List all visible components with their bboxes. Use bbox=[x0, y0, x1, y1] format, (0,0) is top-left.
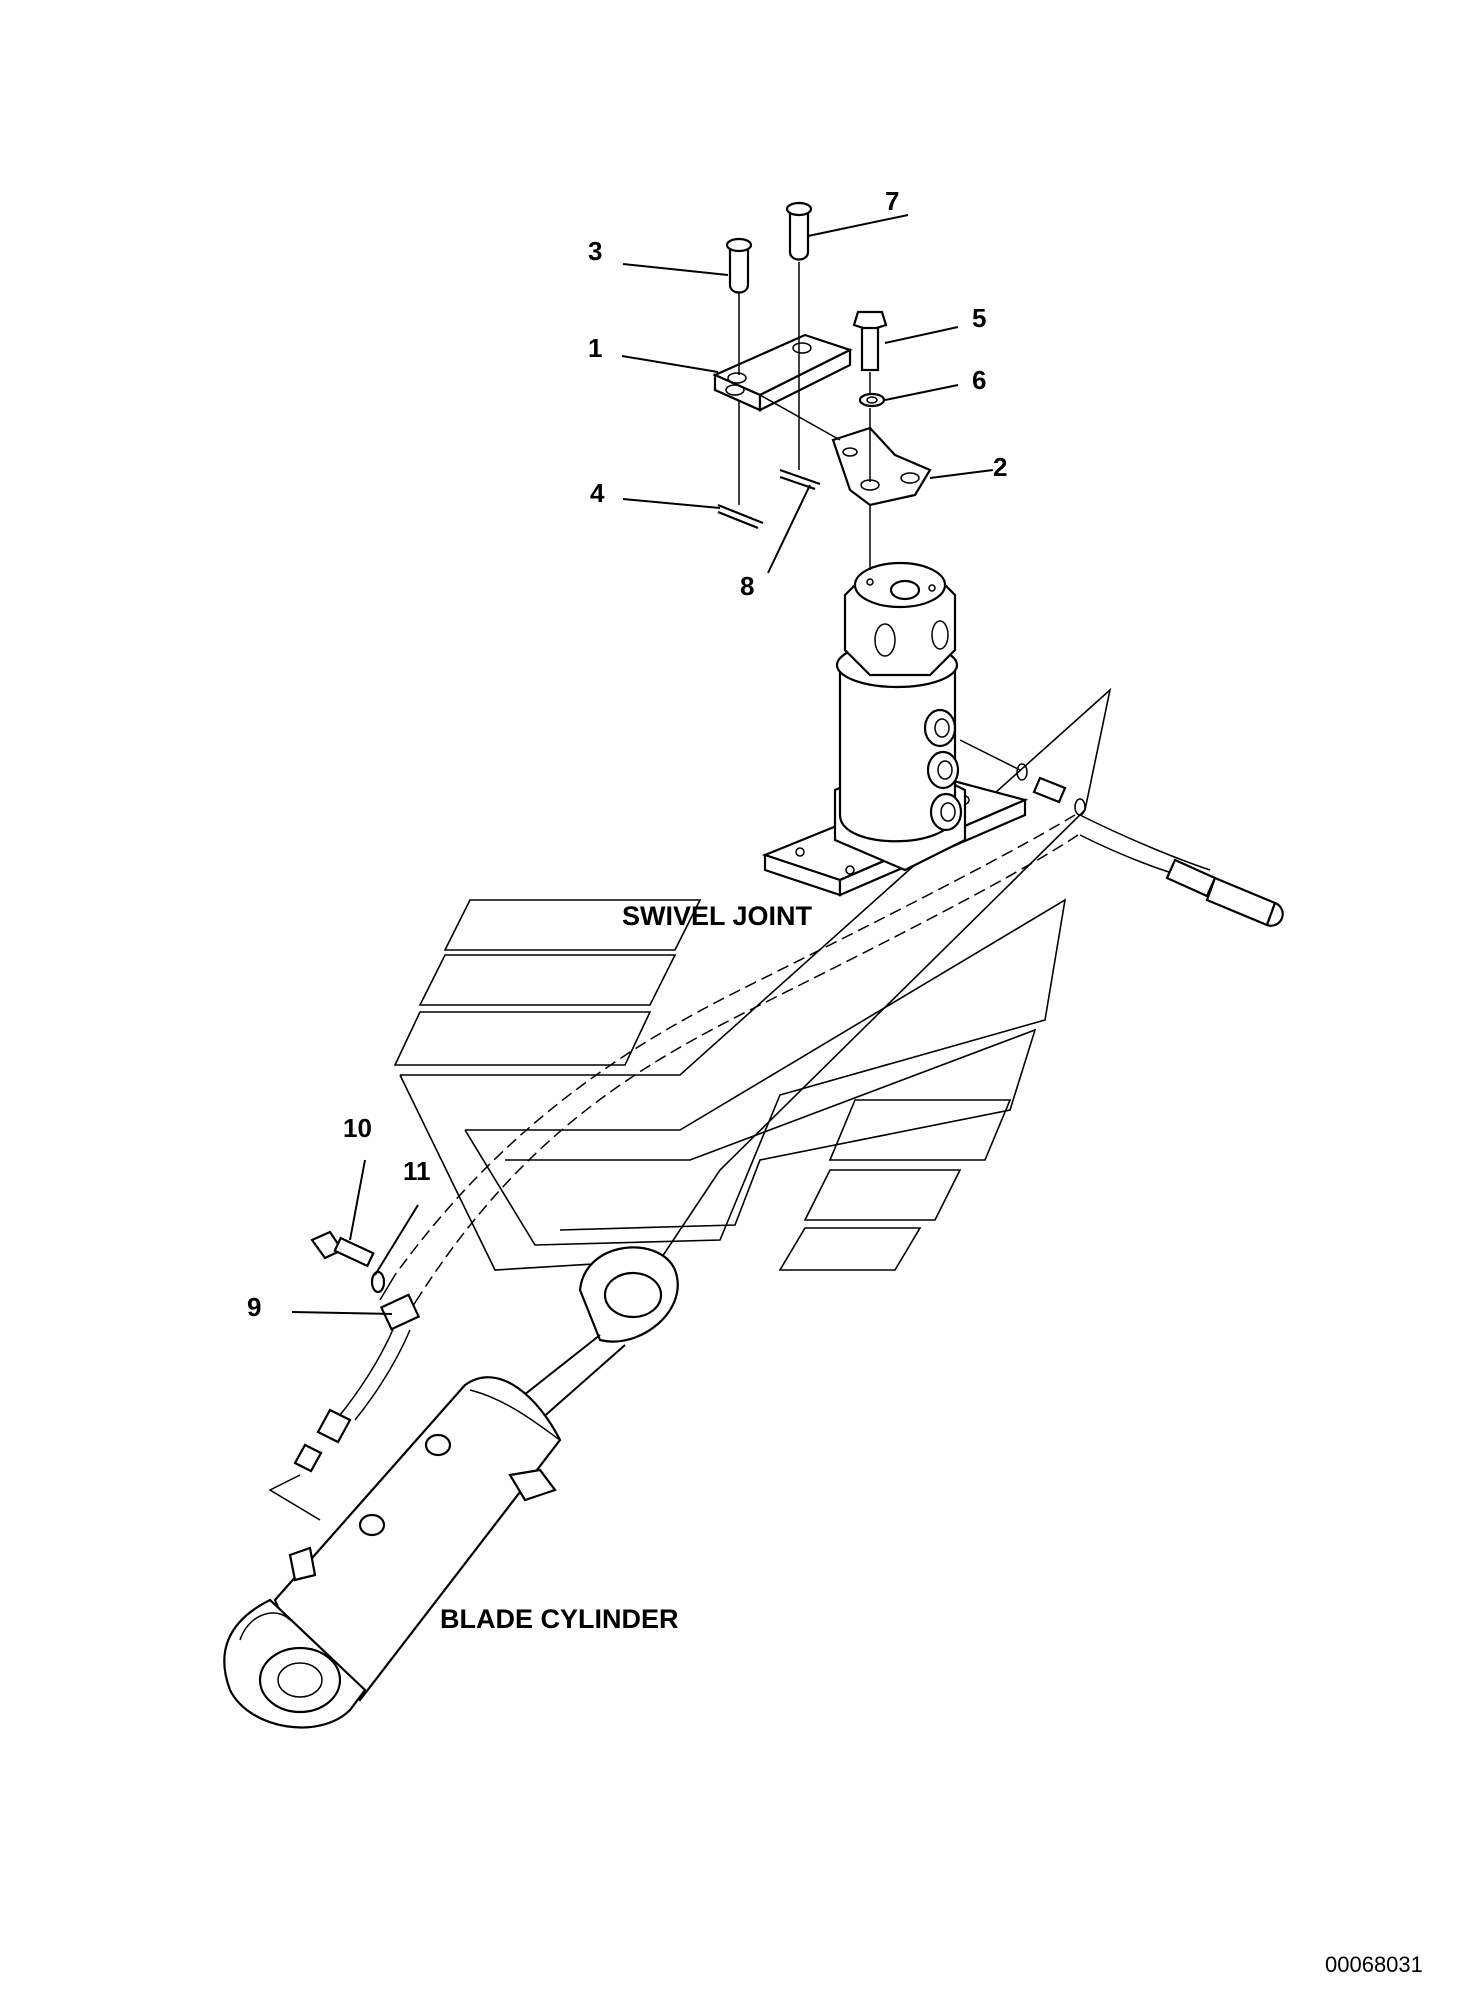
callout-2: 2 bbox=[993, 452, 1007, 482]
callout-3: 3 bbox=[588, 236, 602, 266]
swivel-joint-label: SWIVEL JOINT bbox=[622, 901, 813, 931]
callout-11: 11 bbox=[403, 1156, 431, 1186]
callout-1: 1 bbox=[588, 333, 602, 363]
watermark-logo bbox=[393, 687, 1112, 1271]
swivel-joint bbox=[761, 561, 1086, 897]
callout-9: 9 bbox=[247, 1292, 261, 1322]
blade-cylinder-label: BLADE CYLINDER bbox=[440, 1604, 679, 1634]
leader-lines bbox=[291, 214, 994, 1315]
upper-parts bbox=[712, 201, 932, 570]
callout-6: 6 bbox=[972, 365, 986, 395]
callout-10: 10 bbox=[343, 1113, 372, 1143]
blade-cylinder bbox=[223, 1230, 679, 1729]
callout-4: 4 bbox=[590, 478, 605, 508]
drawing-number: 00068031 bbox=[1325, 1952, 1423, 1977]
callout-5: 5 bbox=[972, 303, 986, 333]
callouts: 1 2 3 4 5 6 7 8 9 10 11 bbox=[247, 186, 1007, 1322]
callout-7: 7 bbox=[885, 186, 899, 216]
callout-8: 8 bbox=[740, 571, 754, 601]
